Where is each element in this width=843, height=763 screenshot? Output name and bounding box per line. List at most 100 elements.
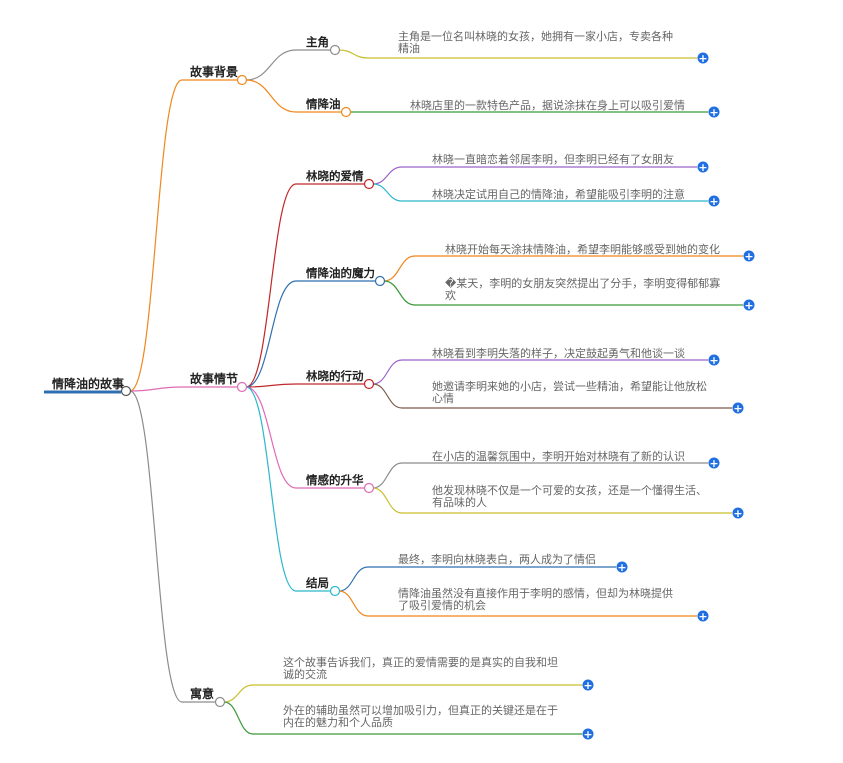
sublime-leaf-connector-1 — [372, 487, 403, 514]
expand-plus-icon — [697, 610, 709, 622]
expand-plus-icon — [708, 354, 720, 366]
plus-glyph: + — [617, 561, 626, 574]
meaning-leaf-expand-button-1[interactable]: + — [582, 728, 594, 741]
plus-glyph: + — [698, 610, 707, 623]
sublime-leaf-expand-button-1[interactable]: + — [732, 507, 744, 520]
leaf-text-line: 内在的魅力和个人品质 — [283, 715, 393, 729]
connector-lines — [44, 49, 743, 735]
plus-glyph: + — [698, 52, 707, 65]
leaf-text-line: 林晓看到李明失落的样子，决定鼓起勇气和他谈一谈 — [432, 346, 685, 360]
sublime-leaf-connector-0 — [372, 462, 403, 489]
magic-leaf-expand-button-0[interactable]: + — [743, 250, 755, 263]
leaf-text-line: 她邀请李明来她的小店，尝试一些精油，希望能让他放松 — [432, 379, 707, 393]
ending-leaf-connector-0 — [338, 566, 369, 592]
branch-connector-plot — [129, 386, 183, 392]
leaf-text-line: 有品味的人 — [432, 495, 487, 509]
branch-label-plot: 故事情节 — [190, 371, 238, 386]
plus-glyph: + — [583, 679, 592, 692]
branch-toggle-plot[interactable] — [236, 381, 248, 393]
branch-toggle-meaning[interactable] — [214, 696, 226, 708]
expand-plus-icon — [743, 250, 755, 262]
action-leaf-connector-1 — [372, 383, 403, 409]
plus-glyph: + — [744, 299, 753, 312]
subtopic-connector-ending — [245, 386, 297, 592]
subtopic-toggle-love[interactable] — [363, 178, 375, 190]
branch-toggle-background[interactable] — [236, 74, 248, 86]
meaning-leaf-connector-1 — [223, 701, 254, 735]
leaf-text-line: 在小店的温馨氛围中，李明开始对林晓有了新的认识 — [432, 449, 685, 463]
magic-leaf-expand-button-1[interactable]: + — [743, 299, 755, 312]
subtopic-connector-oil — [245, 79, 297, 113]
leaf-text-line: 外在的辅助虽然可以增加吸引力，但真正的关键还是在于 — [283, 703, 558, 717]
plus-glyph: + — [709, 106, 718, 119]
subtopic-label-ending: 结局 — [305, 576, 329, 590]
subtopic-connector-protagonist — [245, 49, 297, 81]
mindmap-nodes: 情降油的故事故事背景主角主角是一位名叫林晓的女孩，她拥有一家小店，专卖各种精油+… — [52, 29, 755, 741]
leaf-text-line: 了吸引爱情的机会 — [398, 598, 486, 612]
subtopic-label-action: 林晓的行动 — [306, 369, 364, 383]
leaf-text-line: �某天，李明的女朋友突然提出了分手，李明变得郁郁寡 — [445, 276, 720, 290]
subtopic-connector-sublime — [245, 386, 297, 489]
subtopic-connector-love — [245, 183, 297, 388]
branch-label-background: 故事背景 — [190, 64, 238, 79]
plus-glyph: + — [583, 728, 592, 741]
root-node-toggle[interactable] — [120, 385, 132, 397]
action-leaf-expand-button-1[interactable]: + — [732, 402, 744, 415]
meaning-leaf-connector-0 — [223, 684, 254, 703]
expand-plus-icon — [708, 106, 720, 118]
plus-glyph: + — [709, 354, 718, 367]
ending-leaf-expand-button-0[interactable]: + — [616, 561, 628, 574]
plus-glyph: + — [744, 250, 753, 263]
magic-leaf-connector-0 — [383, 255, 416, 282]
love-leaf-connector-0 — [372, 166, 403, 185]
expand-plus-icon — [582, 728, 594, 740]
plus-glyph: + — [698, 161, 707, 174]
subtopic-toggle-oil[interactable] — [340, 106, 352, 118]
sublime-leaf-expand-button-0[interactable]: + — [708, 457, 720, 470]
leaf-text-line: 精油 — [398, 41, 420, 55]
subtopic-toggle-protagonist[interactable] — [329, 44, 341, 56]
subtopic-toggle-ending[interactable] — [329, 585, 341, 597]
subtopic-label-sublime: 情感的升华 — [305, 473, 364, 487]
branch-connector-meaning — [129, 390, 183, 703]
leaf-text-line: 林晓一直暗恋着邻居李明，但李明已经有了女朋友 — [432, 152, 674, 166]
leaf-text-line: 林晓店里的一款特色产品，据说涂抹在身上可以吸引爱情 — [410, 98, 685, 112]
leaf-text-line: 诚的交流 — [283, 667, 327, 681]
ending-leaf-expand-button-1[interactable]: + — [697, 610, 709, 623]
leaf-text-line: 最终，李明向林晓表白，两人成为了情侣 — [398, 552, 596, 566]
action-leaf-connector-0 — [372, 359, 403, 385]
expand-plus-icon — [697, 161, 709, 173]
meaning-leaf-expand-button-0[interactable]: + — [582, 679, 594, 692]
subtopic-toggle-magic[interactable] — [374, 275, 386, 287]
subtopic-label-magic: 情降油的魔力 — [305, 266, 375, 280]
ending-leaf-connector-1 — [338, 590, 369, 617]
expand-plus-icon — [708, 195, 720, 207]
expand-plus-icon — [616, 561, 628, 573]
action-leaf-expand-button-0[interactable]: + — [708, 354, 720, 367]
leaf-text-line: 林晓决定试用自己的情降油，希望能吸引李明的注意 — [432, 187, 685, 201]
leaf-text-line: 主角是一位名叫林晓的女孩，她拥有一家小店，专卖各种 — [398, 29, 673, 43]
subtopic-toggle-action[interactable] — [363, 378, 375, 390]
subtopic-toggle-sublime[interactable] — [363, 482, 375, 494]
leaf-text-line: 他发现林晓不仅是一个可爱的女孩，还是一个懂得生活、 — [432, 483, 707, 497]
leaf-text-line: 林晓开始每天涂抹情降油，希望李明能够感受到她的变化 — [445, 242, 720, 256]
love-leaf-expand-button-1[interactable]: + — [708, 195, 720, 208]
expand-plus-icon — [582, 679, 594, 691]
plus-glyph: + — [733, 507, 742, 520]
protagonist-leaf-connector-0 — [338, 49, 369, 59]
branch-label-meaning: 寓意 — [190, 686, 214, 701]
plus-glyph: + — [733, 402, 742, 415]
leaf-text-line: 情降油虽然没有直接作用于李明的感情，但却为林晓提供 — [398, 586, 673, 600]
love-leaf-expand-button-0[interactable]: + — [697, 161, 709, 174]
expand-plus-icon — [743, 299, 755, 311]
leaf-text-line: 心情 — [432, 392, 454, 405]
leaf-text-line: 这个故事告诉我们，真正的爱情需要的是真实的自我和坦 — [283, 655, 558, 669]
expand-plus-icon — [732, 507, 744, 519]
expand-plus-icon — [708, 457, 720, 469]
subtopic-connector-magic — [245, 280, 297, 388]
protagonist-leaf-expand-button-0[interactable]: + — [697, 52, 709, 65]
subtopic-label-oil: 情降油 — [305, 97, 341, 111]
oil-leaf-expand-button-0[interactable]: + — [708, 106, 720, 119]
subtopic-label-love: 林晓的爱情 — [306, 169, 364, 183]
